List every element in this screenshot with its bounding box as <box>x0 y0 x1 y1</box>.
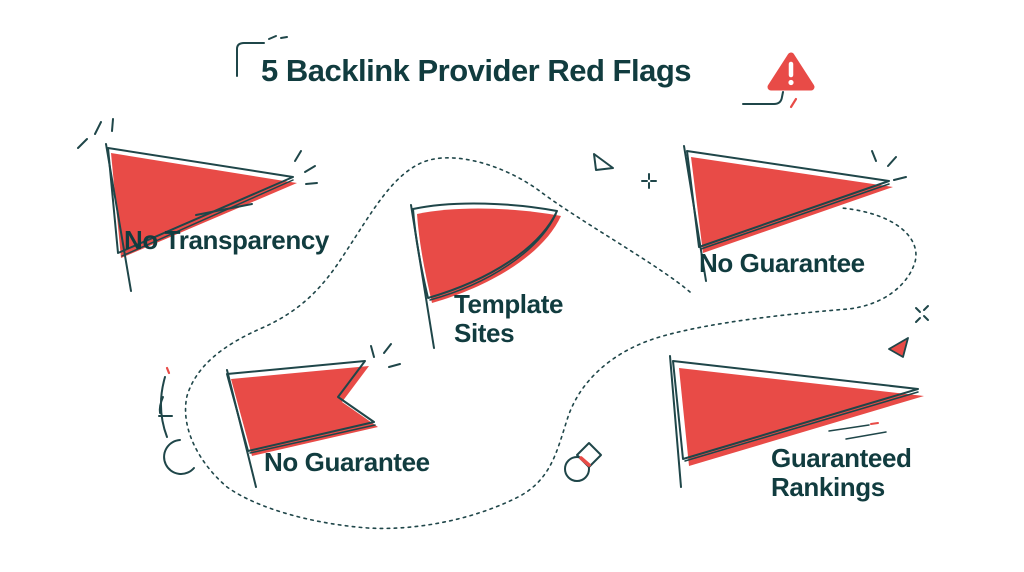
title-bracket-line <box>236 35 288 77</box>
flag-template-sites <box>410 202 561 349</box>
flag-no-guarantee-bottom <box>226 343 401 488</box>
flag-label-no-transparency: No Transparency <box>124 225 329 255</box>
page-title: 5 Backlink Provider Red Flags <box>261 53 692 88</box>
flag-label-guaranteed-rankings: Guaranteed Rankings <box>771 443 912 503</box>
sparkle-marks <box>871 150 907 181</box>
flag-no-guarantee-top <box>683 145 907 282</box>
flag-label-no-guarantee-bottom: No Guarantee <box>264 447 430 477</box>
speed-lines <box>828 422 887 440</box>
red-tick-doodle <box>789 97 798 109</box>
flag-pole <box>410 204 435 349</box>
flag-label-no-guarantee-top: No Guarantee <box>699 248 865 278</box>
flag-guaranteed-rankings <box>669 355 924 488</box>
curve-dashes-doodle <box>158 366 173 438</box>
speed-line <box>195 203 253 216</box>
flag-no-transparency <box>77 118 318 292</box>
warning-icon <box>742 52 815 109</box>
sparkle-marks <box>77 118 318 185</box>
flag-label-template-sites: Template Sites <box>454 289 564 349</box>
sparkle-marks <box>370 343 401 368</box>
sparkle-x-icon <box>915 305 929 323</box>
dotted-connector-path <box>184 157 917 530</box>
open-circle-doodle <box>163 439 195 475</box>
flag-pole <box>683 145 707 282</box>
ring-doodle-icon <box>564 442 602 482</box>
triangle-outline-icon <box>593 153 614 171</box>
flag-pole <box>669 355 682 488</box>
flag-pole <box>226 369 257 488</box>
small-red-triangle-icon <box>888 337 909 358</box>
flag-pole <box>105 143 132 292</box>
plus-icon <box>641 173 657 189</box>
